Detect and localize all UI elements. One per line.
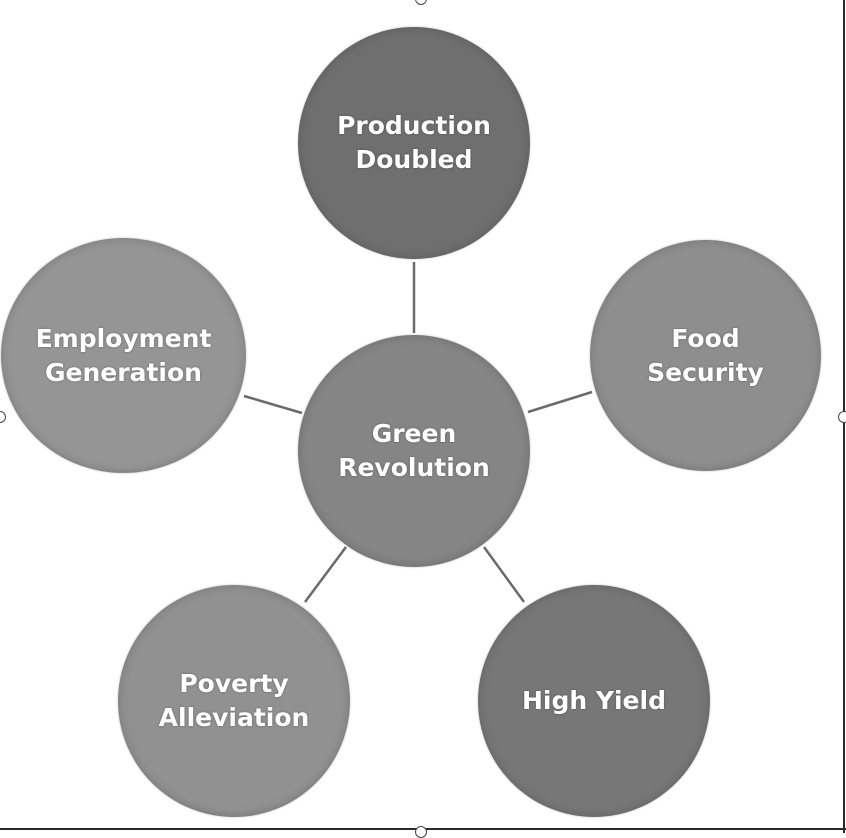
node-green-revolution: Green Revolution xyxy=(298,335,530,567)
connector-high-yield xyxy=(482,546,526,603)
node-label-food-security: Food Security xyxy=(647,323,764,387)
node-production-doubled: Production Doubled xyxy=(298,27,530,259)
node-poverty-alleviation: Poverty Alleviation xyxy=(118,585,350,817)
node-employment-generation: Employment Generation xyxy=(1,238,246,473)
node-high-yield: High Yield xyxy=(478,585,710,817)
node-label-production-doubled: Production Doubled xyxy=(337,111,491,174)
connector-poverty-alleviation xyxy=(303,546,348,603)
resize-handle-right[interactable] xyxy=(838,411,846,423)
connector-employment-generation xyxy=(243,394,303,415)
node-food-security: Food Security xyxy=(590,240,821,471)
node-label-high-yield: High Yield xyxy=(522,686,666,715)
connector-food-security xyxy=(527,390,593,414)
node-label-poverty-alleviation: Poverty Alleviation xyxy=(158,669,310,732)
node-label-employment-generation: Employment Generation xyxy=(35,323,212,387)
node-label-green-revolution: Green Revolution xyxy=(338,419,490,482)
